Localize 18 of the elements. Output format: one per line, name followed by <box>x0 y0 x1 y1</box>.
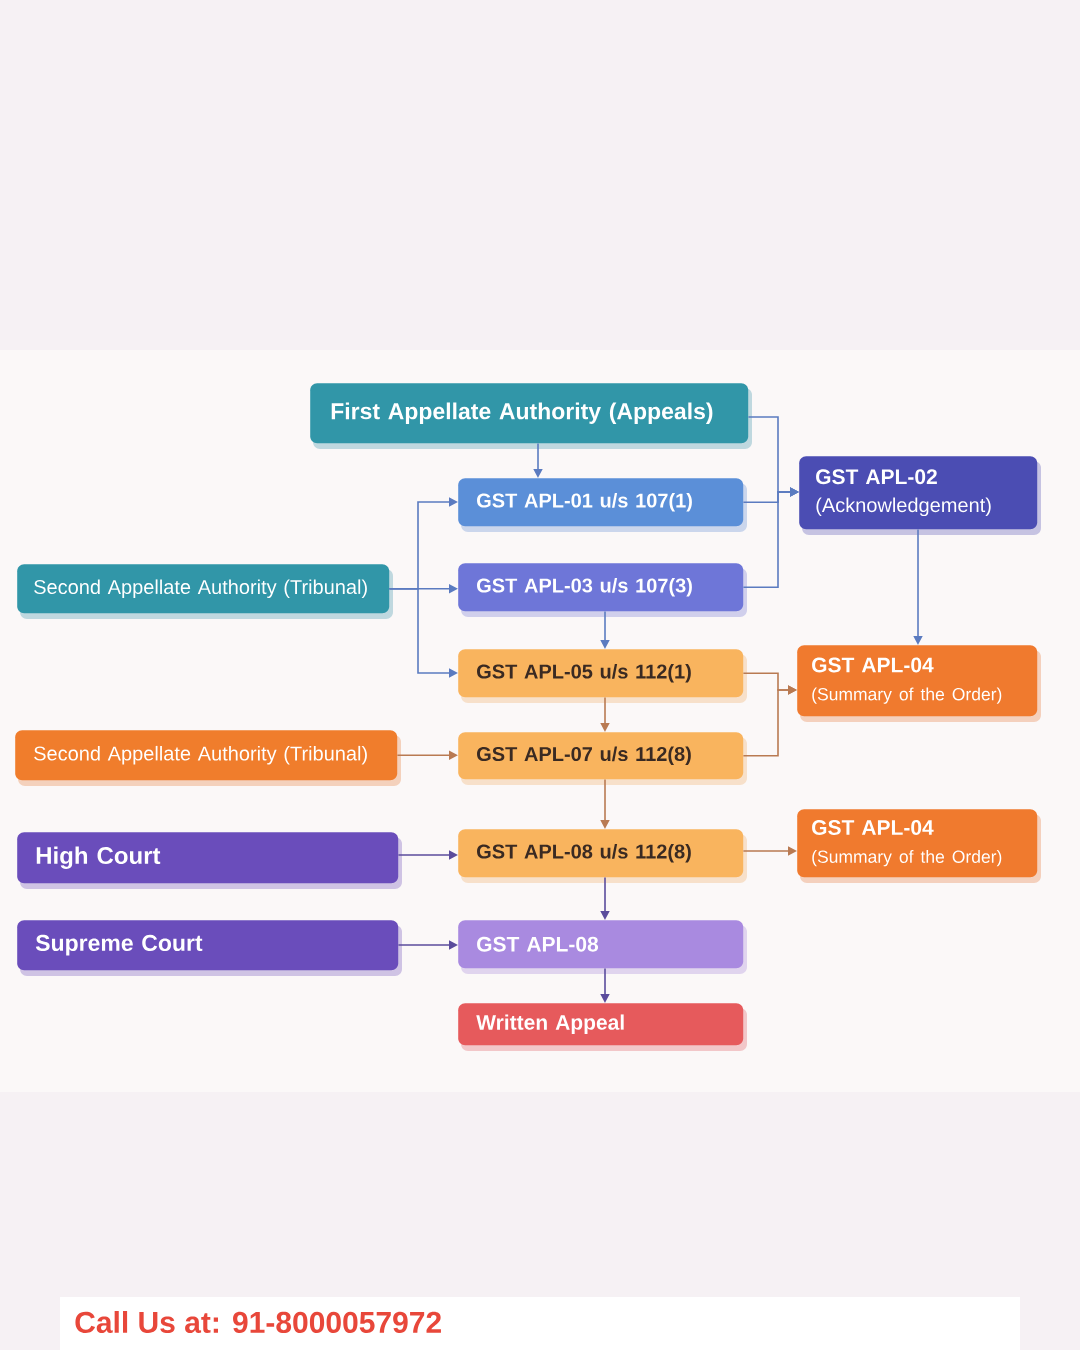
form-box: GST APL-04 (Summary of the Order) <box>797 645 1041 722</box>
result-box: Written Appeal <box>458 1003 747 1051</box>
form-box: GST APL-08 <box>458 920 747 974</box>
authority-box: Supreme Court <box>17 920 402 976</box>
contact-text: Call Us at: 91-8000057972 <box>75 1311 441 1334</box>
form-box: GST APL-04 (Summary of the Order) <box>797 809 1041 883</box>
form-box: GST APL-01 u/s 107(1) <box>458 478 747 532</box>
form-box: GST APL-08 u/s 112(8) <box>458 829 747 883</box>
form-box: GST APL-05 u/s 112(1) <box>458 649 747 703</box>
authority-box: High Court <box>17 832 402 889</box>
arrow <box>533 442 543 478</box>
arrow <box>600 967 610 1003</box>
form-box: GST APL-03 u/s 107(3) <box>458 563 747 617</box>
authority-box: Second Appellate Authority (Tribunal) <box>17 564 393 619</box>
authority-box: Second Appellate Authority (Tribunal) <box>15 730 401 786</box>
form-box: GST APL-02 (Acknowledgement) <box>799 456 1041 535</box>
authority-box: First Appellate Authority (Appeals) <box>310 383 752 449</box>
form-box: GST APL-07 u/s 112(8) <box>458 732 747 785</box>
